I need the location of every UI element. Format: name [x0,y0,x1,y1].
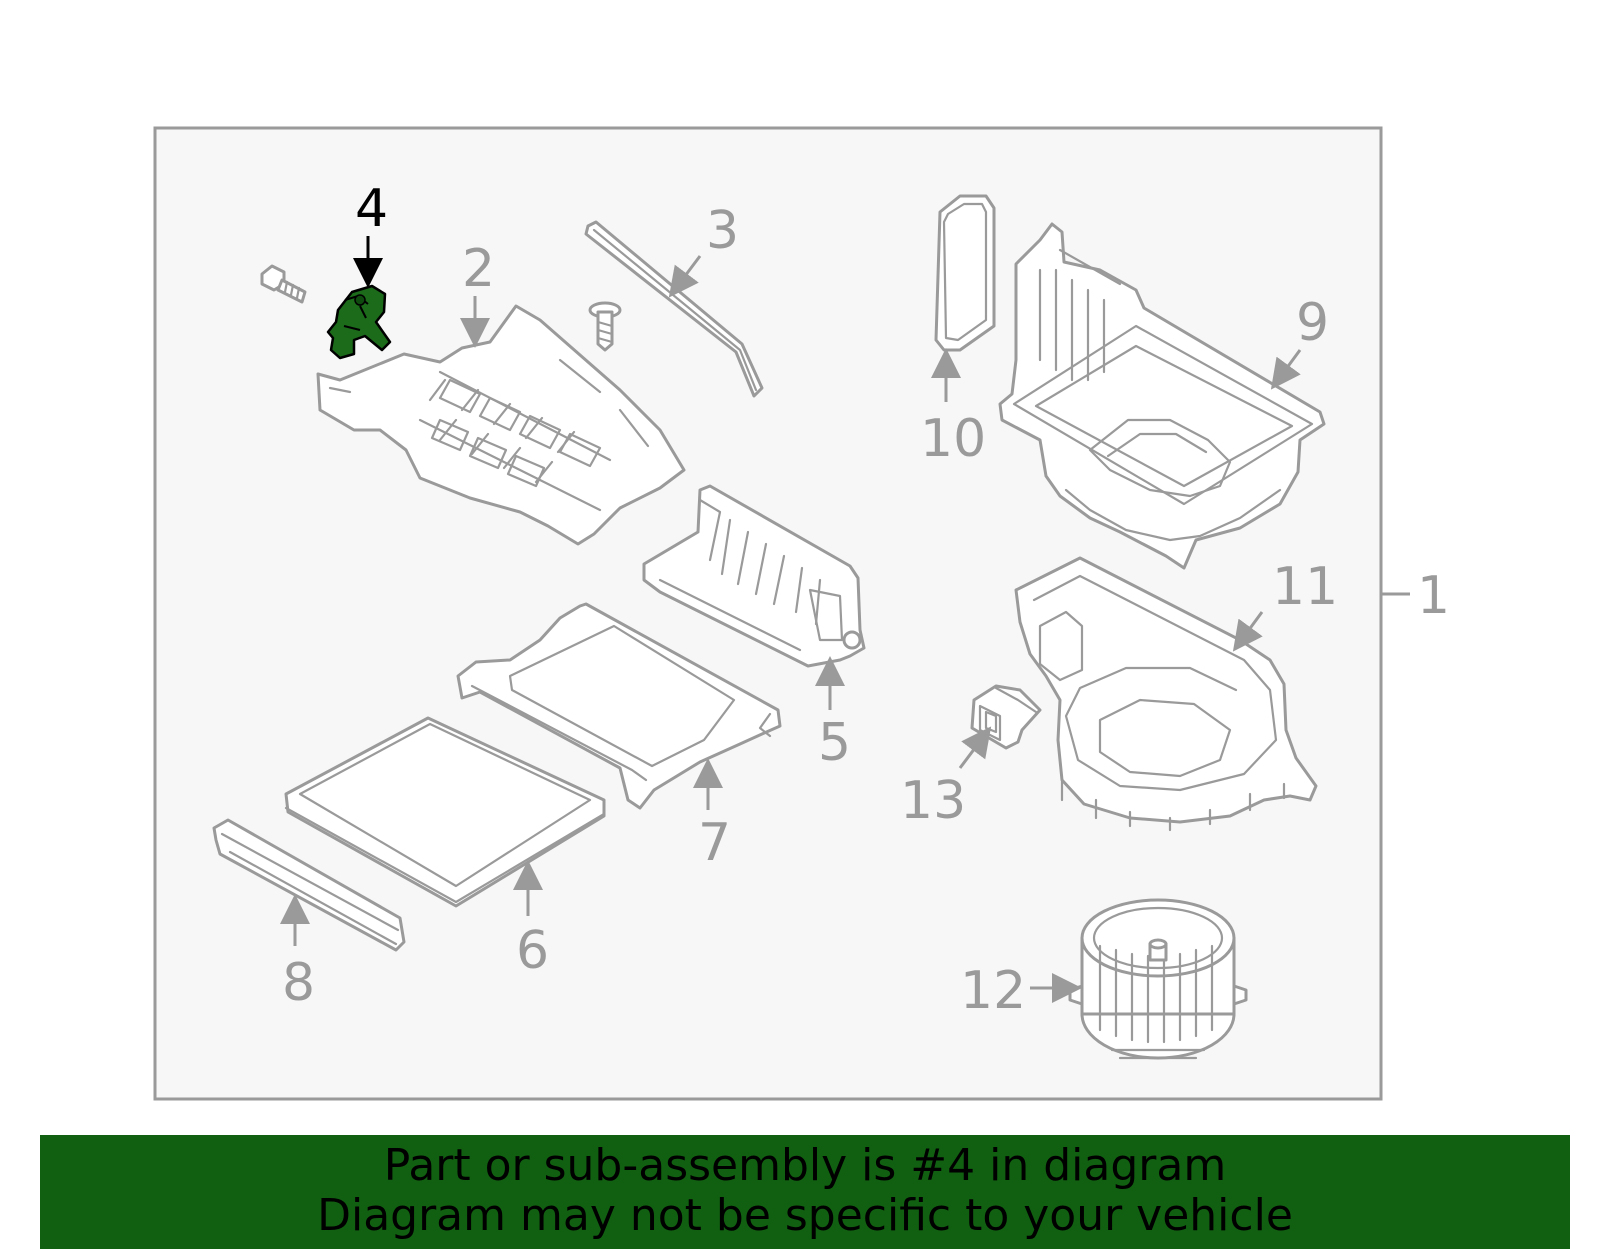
part-7-filter-frame[interactable] [456,602,782,810]
callout-11-arrow [1232,611,1264,652]
callout-8[interactable]: 8 [282,953,315,1013]
banner-line-2: Diagram may not be specific to your vehi… [317,1190,1293,1241]
callout-3-arrow [668,255,702,298]
part-5-lower-duct[interactable] [642,484,866,668]
callout-9[interactable]: 9 [1296,293,1329,353]
part-2-duct-housing[interactable] [316,304,686,546]
part-11-lower-case[interactable] [1014,556,1318,832]
callout-2[interactable]: 2 [462,239,495,299]
banner-line-1: Part or sub-assembly is #4 in diagram [383,1140,1227,1191]
callout-3[interactable]: 3 [706,201,739,261]
info-banner: Part or sub-assembly is #4 in diagram Di… [40,1135,1570,1249]
part-6-cabin-filter[interactable] [284,716,606,908]
callout-11[interactable]: 11 [1272,557,1338,617]
callout-12[interactable]: 12 [960,961,1026,1021]
part-9-upper-case[interactable] [998,222,1326,570]
callout-9-arrow [1270,349,1302,390]
callout-4[interactable]: 4 [355,179,388,239]
screw-icon [260,264,307,304]
callout-13-arrow [958,726,992,769]
callout-10[interactable]: 10 [920,409,986,469]
callout-7[interactable]: 7 [698,813,731,873]
callout-1[interactable]: 1 [1417,566,1450,626]
part-10-gasket[interactable] [934,194,996,352]
part-8-filter-cover[interactable] [212,818,406,952]
part-12-blower-motor[interactable] [1068,898,1248,1060]
part-3-seal-strip[interactable] [584,220,764,398]
part-4-actuator[interactable] [326,284,392,360]
screw-icon [588,301,622,352]
callout-5[interactable]: 5 [818,713,851,773]
callout-6[interactable]: 6 [516,921,549,981]
callout-13[interactable]: 13 [900,771,966,831]
